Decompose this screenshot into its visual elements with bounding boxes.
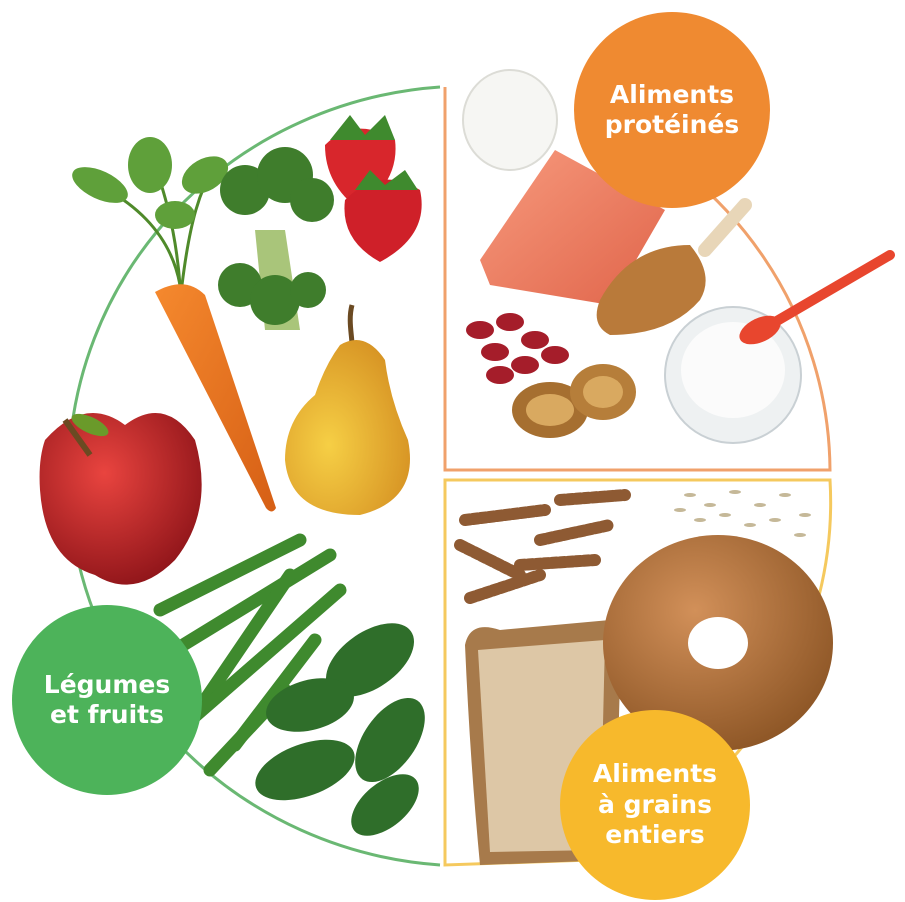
vegetables-fruits-label: Légumes et fruits [12, 605, 202, 795]
kidney-beans-image [466, 313, 569, 384]
whole-grains-label-line2: à grains [593, 790, 717, 821]
whole-grains-label-line1: Aliments [593, 759, 717, 790]
pear-image [285, 305, 410, 515]
whole-grains-label: Aliments à grains entiers [560, 710, 750, 900]
rice-image [674, 490, 811, 537]
protein-foods-label-line2: protéinés [605, 110, 740, 141]
protein-foods-label-line1: Aliments [605, 80, 740, 111]
strawberries-image [325, 115, 422, 262]
apple-image [40, 409, 202, 584]
broccoli-image [218, 147, 334, 330]
protein-foods-label: Aliments protéinés [574, 12, 770, 208]
egg-image [463, 70, 557, 170]
walnuts-image [512, 364, 636, 438]
whole-grains-label-line3: entiers [593, 820, 717, 851]
vegetables-fruits-label-line1: Légumes [44, 670, 170, 701]
rotini-pasta-image [460, 495, 625, 598]
vegetables-fruits-label-line2: et fruits [44, 700, 170, 731]
